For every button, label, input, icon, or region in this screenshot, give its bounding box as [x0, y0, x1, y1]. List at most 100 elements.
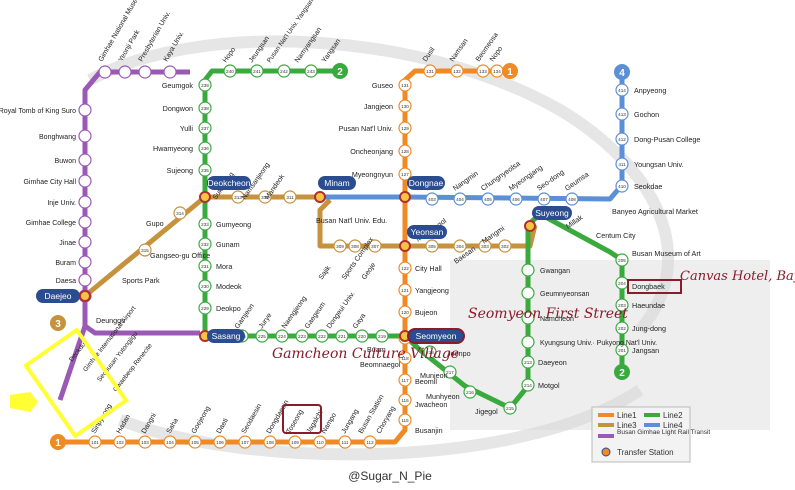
station-geumnyeonsan	[521, 286, 535, 300]
station-dot	[481, 192, 495, 206]
station-namcheon	[521, 311, 535, 325]
station-code: 218	[426, 350, 434, 355]
station-dot	[615, 321, 629, 335]
station-l3n2: 311	[283, 190, 297, 204]
station-l2east1: 204	[615, 276, 629, 290]
station-youngsan: 411	[615, 157, 629, 171]
transfer-minam: Minam	[318, 176, 356, 190]
line2-badge: 2	[332, 63, 348, 79]
station-dot	[198, 237, 212, 251]
dongbaek-highlight	[627, 279, 682, 294]
station-dot	[521, 355, 535, 369]
station-label-beomil: Beomil	[415, 377, 437, 386]
station-dot	[521, 263, 535, 277]
line2-badge-text: 2	[337, 67, 343, 78]
station-dot	[478, 239, 492, 253]
transfer-label: Suyeong	[535, 208, 569, 218]
station-l2top3: 243	[304, 64, 318, 78]
station-dot	[118, 65, 132, 79]
station-label-seodaesin: Seodaesin	[241, 403, 264, 435]
station-dot	[78, 273, 92, 287]
station-dot	[313, 435, 327, 449]
station-code: 233	[201, 222, 209, 227]
station-modeok: 230	[198, 279, 212, 293]
station-label-jigegol: Jigegol	[475, 407, 498, 416]
station-code: 411	[618, 162, 626, 167]
station-label-sajik: Sajik	[318, 264, 333, 281]
transfer-daejeo: Daejeo	[36, 289, 80, 303]
station-dot	[476, 64, 490, 78]
station-code: 314	[176, 211, 184, 216]
station-l1b5: 106	[213, 435, 227, 449]
station-l3n1: 312	[258, 190, 272, 204]
station-code: 205	[618, 258, 626, 263]
station-dot	[615, 179, 629, 193]
station-code: 128	[401, 149, 409, 154]
station-l2top2: 242	[277, 64, 291, 78]
station-dot	[163, 435, 177, 449]
station-code: 116	[401, 398, 409, 403]
station-gupo-dot: 314	[173, 206, 187, 220]
transfer-label: Daejeo	[45, 291, 72, 301]
line1-badge-south-text: 1	[55, 438, 61, 449]
line3-badge: 3	[50, 315, 66, 331]
station-l2top0: 240	[223, 64, 237, 78]
station-code: 315	[141, 248, 149, 253]
legend-transfer: Transfer Station	[617, 448, 674, 457]
gamcheon-note: Gamcheon Culture Village	[272, 346, 459, 362]
station-dot	[398, 261, 412, 275]
station-label-busanjin: Busanjin	[415, 426, 443, 435]
station-code: 313	[234, 195, 242, 200]
station-code: 107	[241, 440, 249, 445]
station-geumgok: 239	[198, 78, 212, 92]
line4-badge: 4	[614, 64, 630, 80]
station-l3e2: 303	[478, 239, 492, 253]
station-code: 201	[618, 348, 626, 353]
station-dot	[113, 435, 127, 449]
station-code: 214	[524, 383, 532, 388]
station-dot	[238, 435, 252, 449]
station-yulli: 237	[198, 121, 212, 135]
station-label-nangmin: Nangmin	[451, 169, 480, 193]
station-code: 106	[216, 440, 224, 445]
station-l2bot3: 223	[295, 329, 309, 343]
station-dot	[363, 435, 377, 449]
transfer-seomyeon: Seomyeon	[407, 328, 465, 344]
transfer-label: Dongnae	[409, 178, 444, 188]
station-code: 202	[618, 326, 626, 331]
station-label-dong-pusan: Dong-Pusan College	[634, 135, 700, 144]
station-gimhae_city_hall	[78, 174, 92, 188]
station-jeonpo: 218	[423, 345, 437, 359]
station-code: 203	[618, 303, 626, 308]
station-label-busan-nat-edu: Busan Nat'l Univ. Edu.	[316, 216, 387, 225]
seomyeon-street-note: Seomyeon First Street	[468, 306, 628, 322]
station-label-yulli: Yulli	[180, 124, 194, 133]
station-dot	[78, 195, 92, 209]
station-label-jung-dong: Jung-dong	[632, 324, 666, 333]
station-l1v2: 117	[398, 373, 412, 387]
station-seokdae: 410	[615, 179, 629, 193]
station-hwamyeong: 236	[198, 141, 212, 155]
station-dot	[231, 190, 245, 204]
station-l1b6: 107	[238, 435, 252, 449]
station-l2bot2: 224	[275, 329, 289, 343]
station-dot	[521, 286, 535, 300]
legend-line4: Line4	[663, 421, 683, 430]
airport-arrow	[10, 392, 38, 412]
station-label-gaya: Gaya	[352, 312, 367, 330]
station-code: 219	[378, 334, 386, 339]
station-code: 408	[568, 197, 576, 202]
station-gwangan	[521, 263, 535, 277]
station-dot	[521, 378, 535, 392]
station-code: 303	[481, 244, 489, 249]
station-code: 225	[258, 334, 266, 339]
station-code: 103	[141, 440, 149, 445]
gamcheon-note-text: Gamcheon Culture Village	[272, 346, 459, 362]
station-label-namcheon: Namcheon	[540, 316, 574, 323]
station-dot	[98, 65, 112, 79]
station-code: 222	[318, 334, 326, 339]
station-label-seobusan: Seobusan Yutongjigu	[96, 330, 140, 383]
transfer-dot-suyeong	[524, 220, 536, 232]
station-l2bot5: 221	[335, 329, 349, 343]
